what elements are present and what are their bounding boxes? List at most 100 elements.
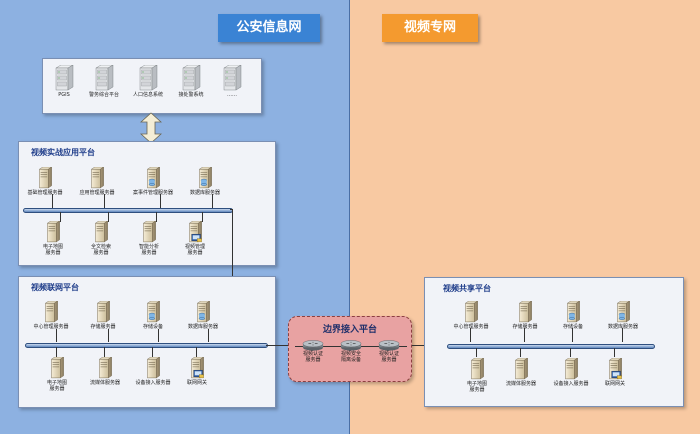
- connector-line: [104, 347, 105, 357]
- connector-line: [212, 194, 213, 208]
- server-icon: [45, 221, 61, 243]
- share-node-streaming: 流媒体服务器: [491, 358, 551, 387]
- app-node-database: 数据库服务器: [175, 167, 235, 196]
- database-server-icon: [145, 167, 161, 189]
- app-node-app-mgmt: 应用管理服务器: [67, 167, 127, 196]
- connector-line: [152, 347, 153, 357]
- border-node-isolation: 视频安全 隔离设备: [333, 340, 369, 363]
- server-population-system: 人口信息系统: [121, 65, 175, 98]
- server-icon: [93, 221, 109, 243]
- database-server-icon: [145, 301, 161, 323]
- connector-line: [570, 348, 571, 357]
- net-network-bus: [25, 343, 268, 348]
- server-police-platform: 警务综合平台: [77, 65, 131, 98]
- connector-line: [108, 212, 109, 222]
- panel-title: 视频联网平台: [31, 283, 79, 292]
- app-node-video-mgmt: 视频管理 服务器: [165, 221, 225, 256]
- app-node-case-mgmt: 案事件管理服务器: [123, 167, 183, 196]
- net-node-device-access: 设备接入服务器: [123, 357, 183, 386]
- connector-line: [160, 194, 161, 208]
- border-node-auth-left: 视频认证 服务器: [295, 340, 331, 363]
- video-server-icon: [187, 221, 203, 243]
- connector-line: [520, 348, 521, 357]
- connector-line: [156, 212, 157, 222]
- server-more: ……: [205, 65, 259, 98]
- server-rack-icon: [93, 65, 115, 91]
- video-application-platform: 视频实战应用平台 基础管理服务器 应用管理服务器 案事件管理服务器 数据库服务器…: [18, 141, 276, 266]
- database-server-icon: [195, 301, 211, 323]
- share-node-device-access: 设备接入服务器: [541, 358, 601, 387]
- server-rack-icon: [137, 65, 159, 91]
- router-icon: [378, 340, 400, 351]
- share-node-database: 数据库服务器: [593, 301, 653, 330]
- server-icon: [513, 358, 529, 380]
- video-server-icon: [189, 357, 205, 379]
- connector-line: [196, 347, 197, 357]
- server-icon: [145, 357, 161, 379]
- server-icon: [95, 301, 111, 323]
- zone-title-video-network: 视频专网: [382, 14, 478, 42]
- net-node-gateway: 联网网关: [167, 357, 227, 386]
- connector-line: [56, 329, 57, 342]
- app-node-fulltext: 全文检索 服务器: [71, 221, 131, 256]
- net-node-map: 电子地图 服务器: [27, 357, 87, 392]
- panel-title: 视频实战应用平台: [31, 148, 95, 157]
- database-server-icon: [565, 301, 581, 323]
- connector-line: [52, 194, 53, 208]
- net-node-database: 数据库服务器: [173, 301, 233, 330]
- double-arrow-icon: [140, 112, 162, 144]
- share-node-map: 电子地图 服务器: [447, 358, 507, 393]
- link-to-border-platform: [266, 345, 296, 346]
- connector-line: [470, 328, 471, 342]
- business-systems-panel: PGIS 警务综合平台 人口信息系统 接处警系统 ……: [42, 58, 262, 114]
- server-rack-icon: [221, 65, 243, 91]
- net-node-center-mgmt: 中心管理服务器: [21, 301, 81, 330]
- database-server-icon: [615, 301, 631, 323]
- connector-line: [158, 329, 159, 342]
- connector-line: [108, 329, 109, 342]
- server-icon: [37, 167, 53, 189]
- database-server-icon: [197, 167, 213, 189]
- zone-title-public-security: 公安信息网: [218, 14, 320, 42]
- app-node-map: 电子地图 服务器: [23, 221, 83, 256]
- server-pgis: PGIS: [37, 65, 91, 98]
- video-networking-platform: 视频联网平台 中心管理服务器 存储服务器 存储设备 数据库服务器 电子地图 服务…: [18, 276, 276, 408]
- panel-title: 边界接入平台: [322, 325, 377, 335]
- server-icon: [97, 357, 113, 379]
- server-dispatch-system: 接处警系统: [164, 65, 218, 98]
- share-node-gateway: 联网网关: [585, 358, 645, 387]
- server-icon: [89, 167, 105, 189]
- server-icon: [49, 357, 65, 379]
- server-icon: [469, 358, 485, 380]
- share-node-storage-device: 存储设备: [543, 301, 603, 330]
- connector-line: [56, 347, 57, 357]
- video-server-icon: [607, 358, 623, 380]
- server-icon: [517, 301, 533, 323]
- connector-line: [476, 348, 477, 357]
- connector-line: [208, 329, 209, 342]
- share-node-storage-server: 存储服务器: [495, 301, 555, 330]
- border-node-auth-right: 视频认证 服务器: [371, 340, 407, 363]
- connector-line: [230, 209, 232, 210]
- link-to-share-platform: [412, 345, 432, 346]
- share-network-bus: [447, 344, 655, 349]
- app-node-basic-mgmt: 基础管理服务器: [15, 167, 75, 196]
- app-node-analytics: 智能分析 服务器: [119, 221, 179, 256]
- server-icon: [463, 301, 479, 323]
- panel-title: 视频共享平台: [443, 284, 491, 293]
- net-node-storage-device: 存储设备: [123, 301, 183, 330]
- server-rack-icon: [180, 65, 202, 91]
- connector-line: [60, 212, 61, 222]
- connector-line: [622, 328, 623, 342]
- video-sharing-platform: 视频共享平台 中心管理服务器 存储服务器 存储设备 数据库服务器 电子地图 服务…: [424, 277, 684, 407]
- border-access-platform: 边界接入平台 视频认证 服务器 视频安全 隔离设备 视频认证 服务器: [288, 316, 412, 382]
- server-rack-icon: [53, 65, 75, 91]
- server-icon: [563, 358, 579, 380]
- server-icon: [141, 221, 157, 243]
- connector-line: [524, 328, 525, 342]
- router-icon: [302, 340, 324, 351]
- router-icon: [340, 340, 362, 351]
- connector-line: [202, 212, 203, 222]
- connector-line: [104, 194, 105, 208]
- net-node-streaming: 流媒体服务器: [75, 357, 135, 386]
